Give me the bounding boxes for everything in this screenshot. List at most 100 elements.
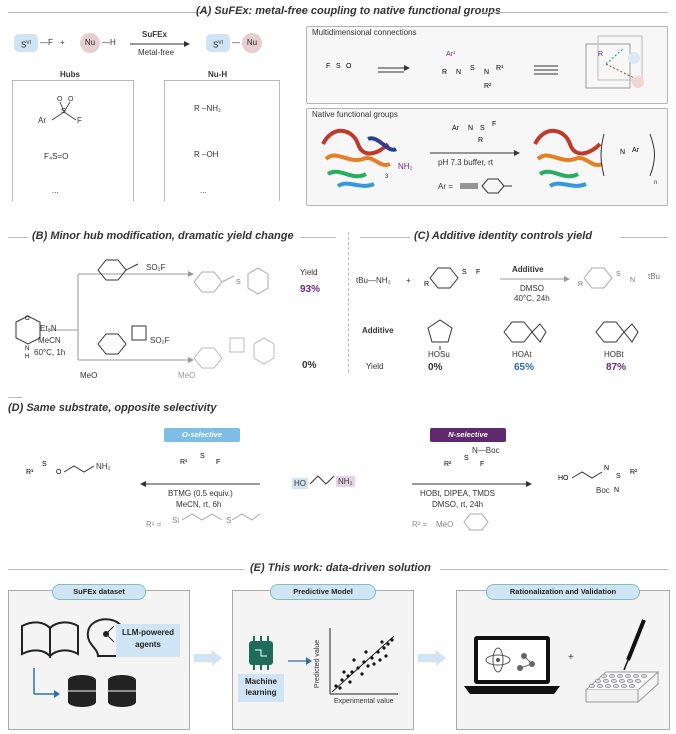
well bbox=[624, 673, 632, 679]
d-n-reagent: R² S F bbox=[444, 455, 484, 468]
labeled-protein-linker: N Ar bbox=[600, 133, 655, 177]
d-r1-def: R¹ = bbox=[146, 520, 162, 529]
section-a-title: (A) SuFEx: metal-free coupling to native… bbox=[196, 5, 501, 17]
svg-text:S: S bbox=[464, 455, 469, 462]
section-d-title: (D) Same substrate, opposite selectivity bbox=[8, 402, 217, 414]
b-reagent-2: MeCN bbox=[38, 336, 61, 345]
multi-label: Multidimensional connections bbox=[312, 28, 417, 37]
c-additive-arrow-label: Additive bbox=[512, 265, 544, 274]
svg-text:N: N bbox=[25, 346, 29, 352]
well bbox=[628, 683, 636, 689]
svg-text:O: O bbox=[346, 63, 352, 70]
oxetane-sulfonyl-fluoride bbox=[97, 325, 147, 355]
d-product-boc: Boc bbox=[596, 486, 610, 495]
well bbox=[620, 683, 628, 689]
svg-text:N: N bbox=[604, 465, 609, 472]
parity-point bbox=[364, 650, 368, 654]
parity-point bbox=[390, 638, 394, 642]
reagent-structure: Ar N S F R bbox=[452, 121, 496, 144]
d-s-chain: S bbox=[226, 516, 232, 525]
e-inner-arrow bbox=[288, 657, 312, 665]
dataset-illustration bbox=[21, 618, 136, 707]
d-right-arrow bbox=[412, 481, 532, 487]
f-label: —F bbox=[40, 38, 53, 47]
parity-point bbox=[362, 660, 366, 664]
c-yield-0: 0% bbox=[428, 362, 443, 373]
b-so2f-2: SO₂F bbox=[150, 336, 170, 345]
svg-text:R¹: R¹ bbox=[496, 65, 504, 72]
svg-text:R: R bbox=[478, 137, 483, 144]
section-c-title: (C) Additive identity controls yield bbox=[414, 230, 593, 242]
c-additive-label: Additive bbox=[362, 326, 394, 335]
d-ho: HO bbox=[292, 478, 308, 490]
labeled-protein-structure bbox=[533, 128, 603, 188]
well bbox=[632, 673, 640, 679]
svg-text:R²: R² bbox=[444, 461, 452, 468]
nuh-label: Nu-H bbox=[206, 70, 230, 80]
well bbox=[626, 678, 634, 684]
d-r2-aryl bbox=[463, 513, 489, 531]
ar-def: Ar = bbox=[438, 182, 453, 191]
svg-text:F: F bbox=[326, 63, 330, 70]
d-substrate-chain bbox=[309, 475, 335, 485]
protein-structure bbox=[321, 128, 398, 188]
section-b-title: (B) Minor hub modification, dramatic yie… bbox=[32, 230, 294, 242]
section-b-arrows bbox=[48, 271, 194, 363]
parity-point bbox=[378, 658, 382, 662]
b-reagent-3: 60°C, 1h bbox=[34, 348, 66, 357]
hubs-box bbox=[12, 80, 134, 201]
d-boc-reagent: N—Boc bbox=[472, 446, 500, 455]
b-product-2 bbox=[193, 337, 275, 369]
ar-alkyne-structure bbox=[460, 178, 512, 194]
svg-text:F: F bbox=[480, 461, 484, 468]
morpholine-structure: O N H bbox=[15, 315, 41, 360]
svg-text:R: R bbox=[598, 51, 603, 58]
well bbox=[634, 678, 642, 684]
nuh-amine: R –NH₂ bbox=[194, 104, 222, 113]
native-label: Native functional groups bbox=[312, 110, 398, 119]
d-o-reagent: R¹ S F bbox=[180, 453, 220, 466]
parity-point bbox=[360, 672, 364, 676]
svg-text:R: R bbox=[442, 69, 447, 76]
svg-text:HO: HO bbox=[558, 475, 569, 482]
svg-text:R¹: R¹ bbox=[180, 459, 188, 466]
well bbox=[608, 673, 616, 679]
parity-point bbox=[342, 670, 346, 674]
svg-text:N: N bbox=[456, 69, 461, 76]
d-right-cond-2: DMSO, rt, 24h bbox=[432, 500, 484, 509]
svg-text:N: N bbox=[620, 149, 625, 156]
parity-point bbox=[366, 664, 370, 668]
nuh-dots: ... bbox=[200, 186, 207, 195]
parity-point bbox=[352, 658, 356, 662]
h-label: —H bbox=[102, 38, 116, 47]
hosu-structure bbox=[427, 319, 453, 350]
nu-badge: Nu bbox=[80, 33, 100, 53]
b-meo-1: MeO bbox=[80, 371, 98, 380]
parity-point bbox=[346, 674, 350, 678]
svg-text:Ar: Ar bbox=[452, 125, 460, 132]
svg-text:F: F bbox=[216, 459, 220, 466]
nuh-alcohol: R –OH bbox=[194, 150, 219, 159]
parity-xaxis: Experimental value bbox=[334, 698, 394, 705]
svg-text:F: F bbox=[492, 121, 496, 128]
metal-free-label: Metal-free bbox=[138, 48, 175, 57]
hub1-structure bbox=[51, 101, 77, 121]
c-cond-1: DMSO bbox=[520, 284, 544, 293]
d-nh2: NH₂ bbox=[336, 476, 355, 488]
svg-text:H: H bbox=[25, 354, 29, 360]
svg-text:S: S bbox=[616, 271, 621, 278]
hubs-label: Hubs bbox=[58, 70, 82, 80]
svg-text:S: S bbox=[616, 473, 621, 480]
c-amine: tBu—NH₂ bbox=[356, 276, 391, 285]
n-selective-badge: N-selective bbox=[430, 428, 506, 442]
c-tbu: tBu bbox=[648, 272, 661, 281]
svg-text:S: S bbox=[480, 125, 485, 132]
d-si: Si bbox=[172, 516, 180, 525]
c-sulfonyl-fluoride: S F R bbox=[424, 267, 480, 289]
c-name-1: HOAt bbox=[512, 350, 532, 359]
b-meo-2: MeO bbox=[178, 371, 196, 380]
parity-point bbox=[376, 650, 380, 654]
svg-text:S: S bbox=[200, 453, 205, 460]
multidimensional-scheme: F S O Ar¹ R N S N R¹ R² R bbox=[326, 35, 644, 90]
svg-text:N: N bbox=[468, 125, 473, 132]
